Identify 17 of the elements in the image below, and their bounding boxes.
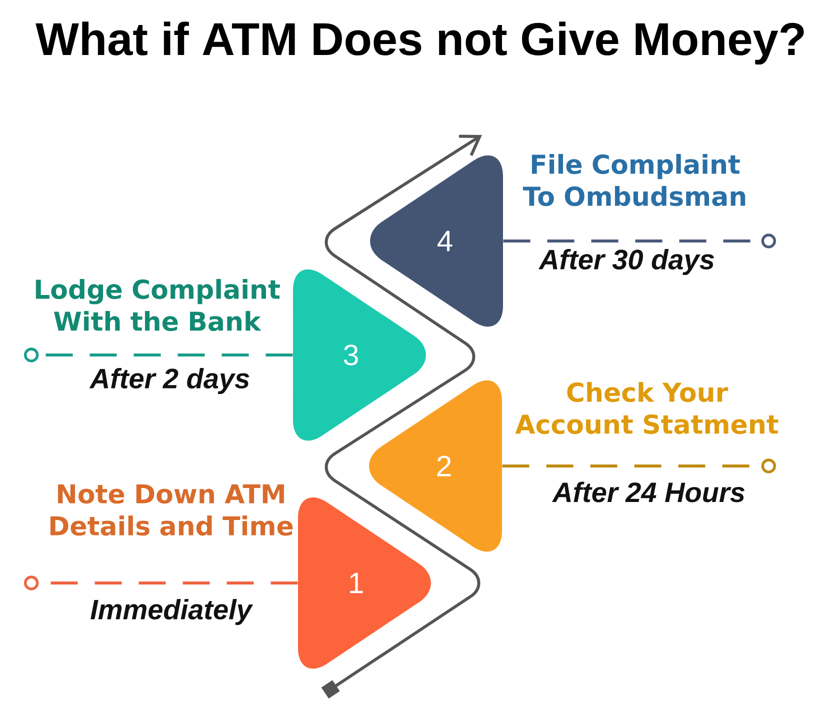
duration-label: Immediately: [90, 598, 254, 626]
step-triangle: 4: [370, 155, 503, 327]
dashed-connector: [24, 576, 298, 590]
step-title: Check Your Account Statment: [515, 382, 778, 434]
dashed-connector: [24, 348, 293, 362]
dashed-connector: [503, 234, 776, 248]
duration-label: After 2 days: [89, 368, 250, 394]
step-triangle: 1: [298, 497, 431, 669]
step-triangle: 3: [293, 269, 426, 441]
step-title: Lodge Complaint With the Bank: [36, 278, 280, 332]
duration-label: After 30 days: [538, 248, 714, 276]
step-title: File Complaint To Ombudsman: [522, 154, 746, 206]
step-triangle: 2: [369, 380, 502, 552]
duration-label: After 24 Hours: [552, 482, 744, 502]
step-title: Note Down ATM Details and Time: [50, 484, 293, 536]
dashed-connector: [502, 458, 776, 474]
title: What if ATM Does not Give Money?: [36, 22, 804, 65]
